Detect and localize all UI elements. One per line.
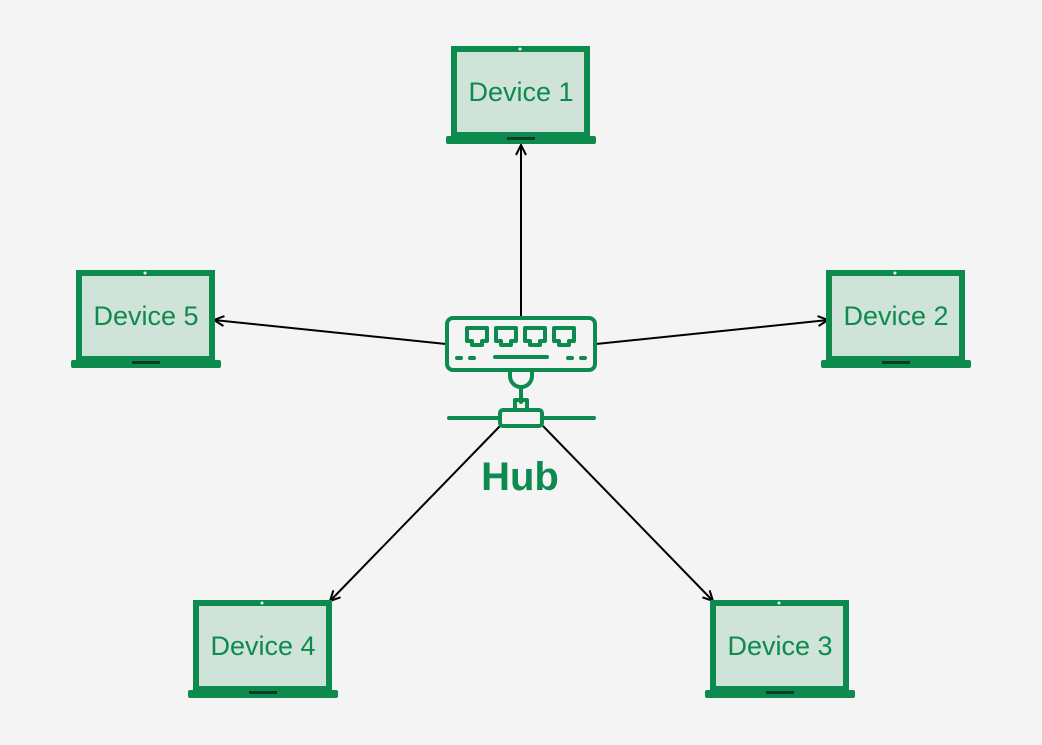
- edges: [214, 145, 828, 601]
- device-5-label: Device 5: [93, 300, 199, 331]
- device-1-label: Device 1: [468, 76, 574, 107]
- device-2-laptop-icon[interactable]: [821, 270, 971, 369]
- edge-hub-device-3: [542, 425, 713, 601]
- network-hub-icon: [445, 316, 597, 428]
- hub-label: Hub: [481, 455, 559, 499]
- edge-hub-device-4: [330, 425, 501, 601]
- device-2-label: Device 2: [843, 300, 949, 331]
- edge-hub-device-5: [214, 320, 447, 345]
- device-4-label: Device 4: [210, 630, 316, 661]
- edge-hub-device-2: [595, 320, 828, 345]
- device-3-label: Device 3: [727, 630, 833, 661]
- device-1-laptop-icon[interactable]: [446, 46, 596, 145]
- device-3-laptop-icon[interactable]: [705, 600, 855, 699]
- device-4-laptop-icon[interactable]: [188, 600, 338, 699]
- device-5-laptop-icon[interactable]: [71, 270, 221, 369]
